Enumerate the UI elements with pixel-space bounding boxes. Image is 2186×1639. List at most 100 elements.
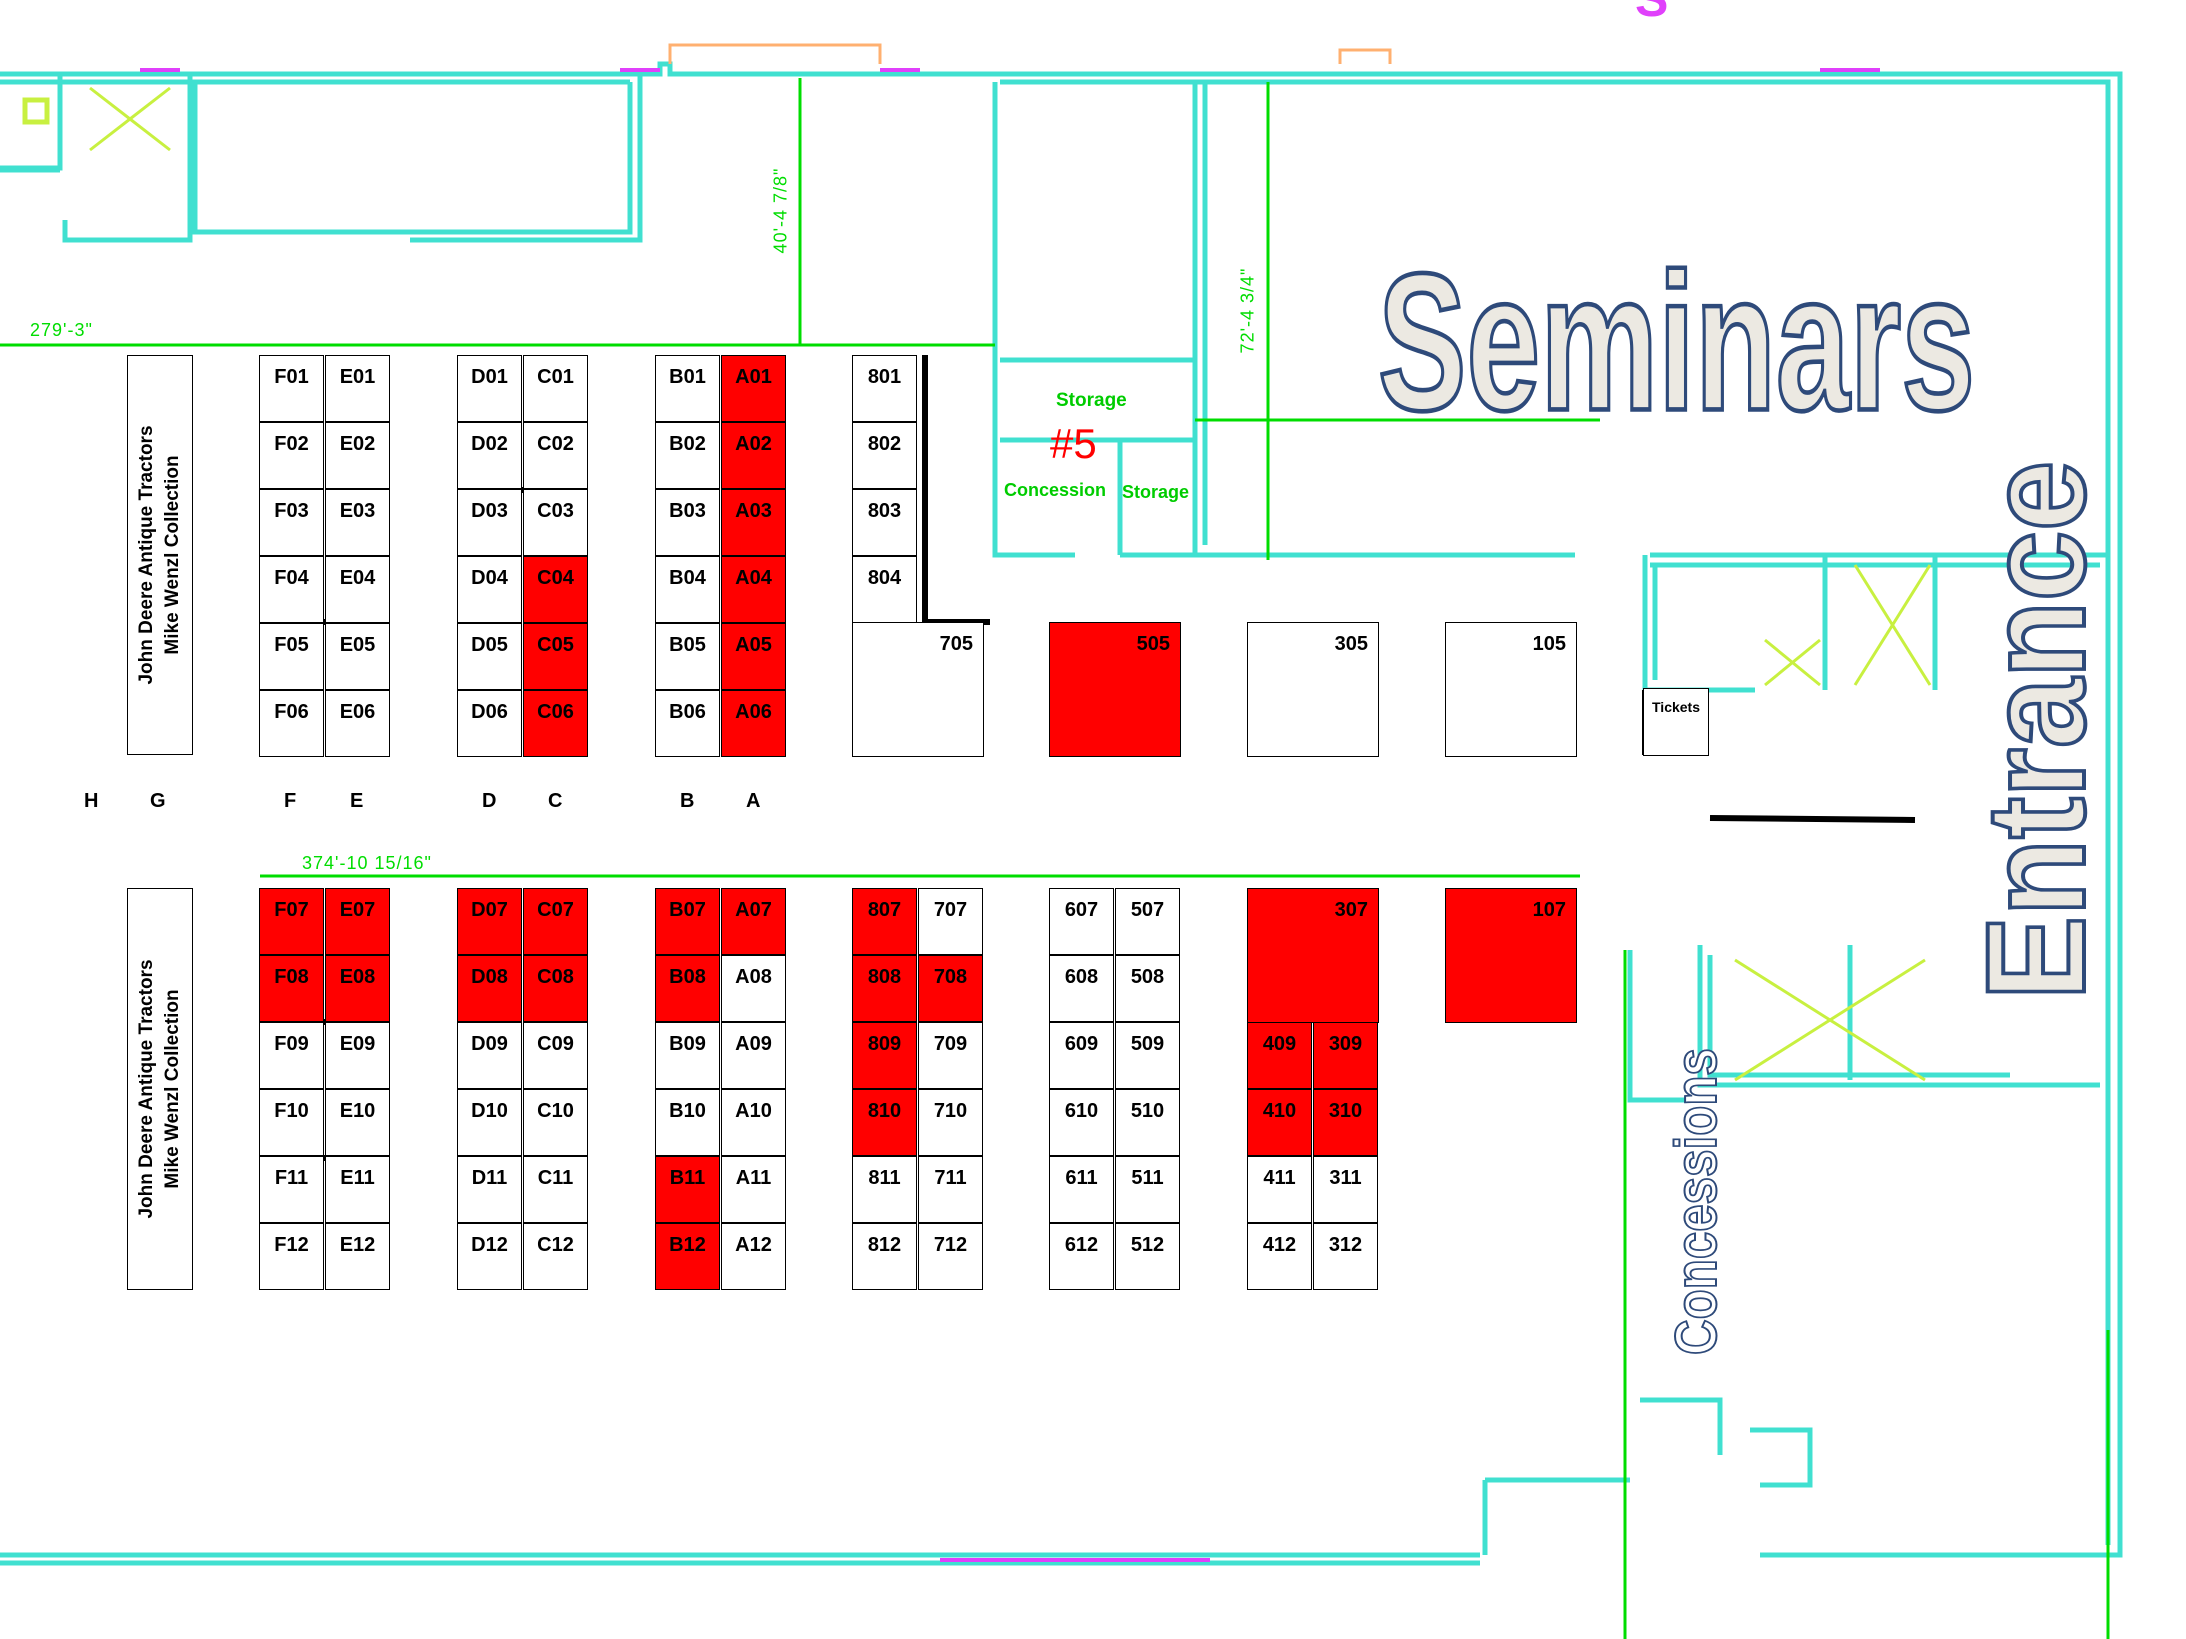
booth-e04[interactable]: E04 [325, 556, 390, 623]
booth-b10[interactable]: B10 [655, 1089, 720, 1156]
booth-411[interactable]: 411 [1247, 1156, 1312, 1223]
booth-e11[interactable]: E11 [325, 1156, 390, 1223]
booth-410[interactable]: 410 [1247, 1089, 1312, 1156]
booth-812[interactable]: 812 [852, 1223, 917, 1290]
booth-e02[interactable]: E02 [325, 422, 390, 489]
booth-f08[interactable]: F08 [259, 955, 324, 1022]
booth-f01[interactable]: F01 [259, 355, 324, 422]
booth-a11[interactable]: A11 [721, 1156, 786, 1223]
booth-712[interactable]: 712 [918, 1223, 983, 1290]
booth-b09[interactable]: B09 [655, 1022, 720, 1089]
booth-b11[interactable]: B11 [655, 1156, 720, 1223]
booth-f09[interactable]: F09 [259, 1022, 324, 1089]
booth-105[interactable]: 105 [1445, 622, 1577, 757]
booth-e06[interactable]: E06 [325, 690, 390, 757]
booth-711[interactable]: 711 [918, 1156, 983, 1223]
booth-f12[interactable]: F12 [259, 1223, 324, 1290]
booth-e03[interactable]: E03 [325, 489, 390, 556]
booth-b05[interactable]: B05 [655, 623, 720, 690]
booth-c05[interactable]: C05 [523, 623, 588, 690]
booth-307[interactable]: 307 [1247, 888, 1379, 1023]
booth-612[interactable]: 612 [1049, 1223, 1114, 1290]
booth-c06[interactable]: C06 [523, 690, 588, 757]
booth-609[interactable]: 609 [1049, 1022, 1114, 1089]
booth-311[interactable]: 311 [1313, 1156, 1378, 1223]
booth-e09[interactable]: E09 [325, 1022, 390, 1089]
booth-a03[interactable]: A03 [721, 489, 786, 556]
booth-c07[interactable]: C07 [523, 888, 588, 955]
booth-509[interactable]: 509 [1115, 1022, 1180, 1089]
booth-709[interactable]: 709 [918, 1022, 983, 1089]
booth-f05[interactable]: F05 [259, 623, 324, 690]
booth-802[interactable]: 802 [852, 422, 917, 489]
booth-a04[interactable]: A04 [721, 556, 786, 623]
booth-a05[interactable]: A05 [721, 623, 786, 690]
booth-b03[interactable]: B03 [655, 489, 720, 556]
booth-e12[interactable]: E12 [325, 1223, 390, 1290]
booth-808[interactable]: 808 [852, 955, 917, 1022]
booth-f03[interactable]: F03 [259, 489, 324, 556]
booth-c11[interactable]: C11 [523, 1156, 588, 1223]
booth-c03[interactable]: C03 [523, 489, 588, 556]
collection-box-top[interactable]: John Deere Antique Tractors Mike Wenzl C… [127, 355, 193, 755]
tickets-booth[interactable]: Tickets [1643, 688, 1709, 756]
booth-a09[interactable]: A09 [721, 1022, 786, 1089]
booth-c04[interactable]: C04 [523, 556, 588, 623]
booth-705[interactable]: 705 [852, 622, 984, 757]
booth-e10[interactable]: E10 [325, 1089, 390, 1156]
booth-803[interactable]: 803 [852, 489, 917, 556]
booth-b12[interactable]: B12 [655, 1223, 720, 1290]
booth-412[interactable]: 412 [1247, 1223, 1312, 1290]
booth-611[interactable]: 611 [1049, 1156, 1114, 1223]
booth-a02[interactable]: A02 [721, 422, 786, 489]
booth-707[interactable]: 707 [918, 888, 983, 955]
booth-a10[interactable]: A10 [721, 1089, 786, 1156]
booth-804[interactable]: 804 [852, 556, 917, 623]
booth-d09[interactable]: D09 [457, 1022, 522, 1089]
booth-809[interactable]: 809 [852, 1022, 917, 1089]
booth-512[interactable]: 512 [1115, 1223, 1180, 1290]
booth-f02[interactable]: F02 [259, 422, 324, 489]
booth-d03[interactable]: D03 [457, 489, 522, 556]
booth-508[interactable]: 508 [1115, 955, 1180, 1022]
booth-107[interactable]: 107 [1445, 888, 1577, 1023]
booth-d10[interactable]: D10 [457, 1089, 522, 1156]
booth-a07[interactable]: A07 [721, 888, 786, 955]
booth-f07[interactable]: F07 [259, 888, 324, 955]
booth-d12[interactable]: D12 [457, 1223, 522, 1290]
booth-708[interactable]: 708 [918, 955, 983, 1022]
booth-f10[interactable]: F10 [259, 1089, 324, 1156]
booth-d07[interactable]: D07 [457, 888, 522, 955]
booth-d06[interactable]: D06 [457, 690, 522, 757]
booth-e07[interactable]: E07 [325, 888, 390, 955]
booth-505[interactable]: 505 [1049, 622, 1181, 757]
booth-d04[interactable]: D04 [457, 556, 522, 623]
booth-511[interactable]: 511 [1115, 1156, 1180, 1223]
booth-b01[interactable]: B01 [655, 355, 720, 422]
booth-c02[interactable]: C02 [523, 422, 588, 489]
booth-a01[interactable]: A01 [721, 355, 786, 422]
booth-607[interactable]: 607 [1049, 888, 1114, 955]
booth-c09[interactable]: C09 [523, 1022, 588, 1089]
booth-e08[interactable]: E08 [325, 955, 390, 1022]
booth-309[interactable]: 309 [1313, 1022, 1378, 1089]
booth-a06[interactable]: A06 [721, 690, 786, 757]
booth-312[interactable]: 312 [1313, 1223, 1378, 1290]
booth-409[interactable]: 409 [1247, 1022, 1312, 1089]
booth-d11[interactable]: D11 [457, 1156, 522, 1223]
booth-d08[interactable]: D08 [457, 955, 522, 1022]
booth-e01[interactable]: E01 [325, 355, 390, 422]
booth-f04[interactable]: F04 [259, 556, 324, 623]
booth-d05[interactable]: D05 [457, 623, 522, 690]
booth-310[interactable]: 310 [1313, 1089, 1378, 1156]
booth-c12[interactable]: C12 [523, 1223, 588, 1290]
booth-d01[interactable]: D01 [457, 355, 522, 422]
booth-e05[interactable]: E05 [325, 623, 390, 690]
booth-305[interactable]: 305 [1247, 622, 1379, 757]
booth-507[interactable]: 507 [1115, 888, 1180, 955]
booth-710[interactable]: 710 [918, 1089, 983, 1156]
booth-a08[interactable]: A08 [721, 955, 786, 1022]
booth-b02[interactable]: B02 [655, 422, 720, 489]
booth-b04[interactable]: B04 [655, 556, 720, 623]
booth-c08[interactable]: C08 [523, 955, 588, 1022]
